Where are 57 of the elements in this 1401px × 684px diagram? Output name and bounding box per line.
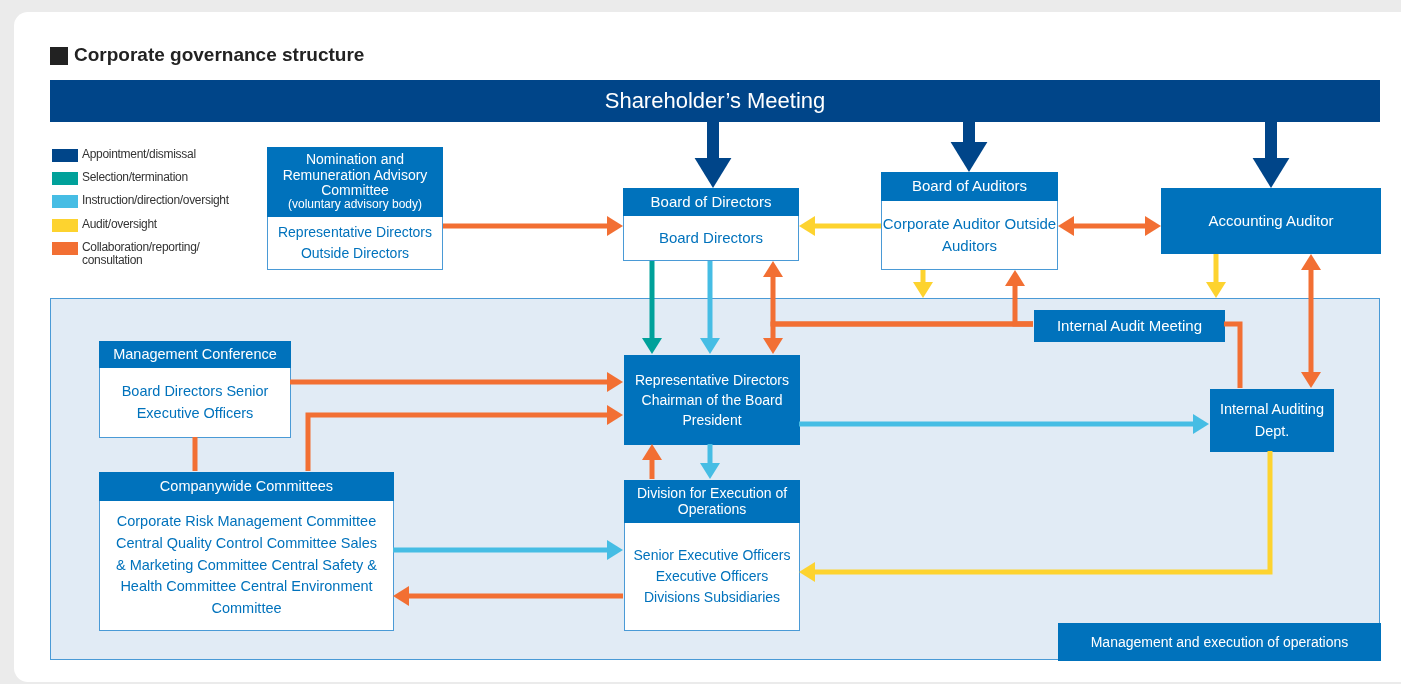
arrow [700,261,720,354]
arrow [1206,254,1226,298]
legend-label: Audit/oversight [82,218,158,231]
auditor-box [1161,188,1381,254]
arrow [443,216,623,236]
node-text: Internal Auditing Dept. [1219,400,1325,441]
arrow [913,270,933,298]
arrow [1058,216,1161,236]
node-heading: Division for Execution of Operations [635,486,789,517]
division-box [624,480,800,631]
board-box [623,188,799,261]
arrow [1005,270,1033,327]
committees-box [99,472,394,631]
node-heading: Board of Auditors [911,178,1028,195]
node-text: Accounting Auditor [1208,211,1334,232]
legend-label: Appointment/dismissal [82,148,197,161]
arrow [393,586,623,606]
arrow [290,372,623,392]
department-box [1210,389,1334,452]
arrow [393,540,623,560]
node-text: Internal Audit Meeting [1056,316,1203,337]
node-heading: Nomination and Remuneration Advisory Committee [281,152,429,199]
board-box [881,172,1058,270]
legend-label: Collaboration/reporting/ consultation [82,241,201,267]
arrow [1301,254,1321,388]
arrow [642,261,662,354]
node-text: Senior Executive Officers Executive Officers Divisions Subsidiaries [632,546,792,607]
arrow [799,216,881,236]
banner-box [50,80,1380,122]
arrow [694,122,732,188]
arrow [950,122,988,172]
diagram-title: Corporate governance structure [74,44,365,66]
arrow [305,405,623,471]
arrow [700,444,720,479]
conference-box [99,341,291,438]
node-text: Representative Directors Outside Directors [276,223,434,263]
executive-box [624,355,800,445]
node-subheading: (voluntary advisory body) [287,198,423,212]
legend-label: Instruction/direction/oversight [82,194,230,207]
node-text: Shareholder’s Meeting [604,87,826,116]
meeting-box [1034,310,1225,342]
arrow [799,414,1209,434]
area-title: Management and execution of operations [1058,623,1381,661]
node-text: Board Directors Senior Executive Officers [120,381,270,423]
committee-box [267,147,443,270]
legend-label: Selection/termination [82,171,189,184]
node-text: Corporate Auditor Outside Auditors [882,213,1057,256]
node-text: Representative Directors Chairman of the Board President [633,370,791,431]
arrow [1252,122,1290,188]
node-text: Corporate Risk Management Committee Central Quality Control Committee Sales & Marketing Committee Central Safety & Health Committee Central Environment Committee [114,512,379,619]
arrow [642,444,662,479]
node-text: Board Directors [658,227,764,248]
node-heading: Board of Directors [650,193,772,211]
node-heading: Management Conference [113,346,277,363]
arrow [799,451,1273,582]
node-heading: Companywide Committees [159,478,334,495]
management-area [50,298,1380,660]
